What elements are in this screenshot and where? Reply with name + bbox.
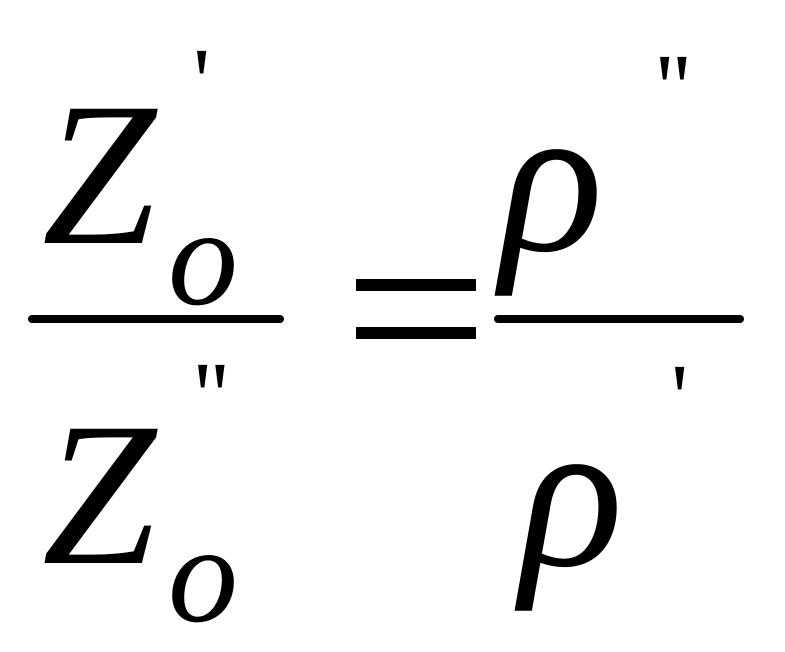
lhs-numerator-prime: ' <box>193 28 211 135</box>
lhs-fraction-bar <box>28 315 284 323</box>
rhs-numerator-prime: '' <box>656 34 691 141</box>
equals-bottom-bar <box>356 327 476 339</box>
lhs-numerator-subscript: o <box>168 180 238 335</box>
equals-top-bar <box>356 279 476 291</box>
lhs-denominator-symbol: Z <box>42 381 157 608</box>
lhs-denominator-subscript: o <box>168 497 238 652</box>
lhs-numerator-symbol: Z <box>42 61 157 288</box>
rhs-denominator-prime: ' <box>671 344 689 451</box>
rhs-fraction-bar <box>494 315 744 323</box>
rhs-denominator-symbol: ρ <box>520 373 624 612</box>
lhs-denominator-prime: '' <box>194 342 229 449</box>
formula-canvas: Z o ' Z o '' ρ '' ρ ' <box>28 28 744 645</box>
rhs-numerator-symbol: ρ <box>500 58 604 297</box>
